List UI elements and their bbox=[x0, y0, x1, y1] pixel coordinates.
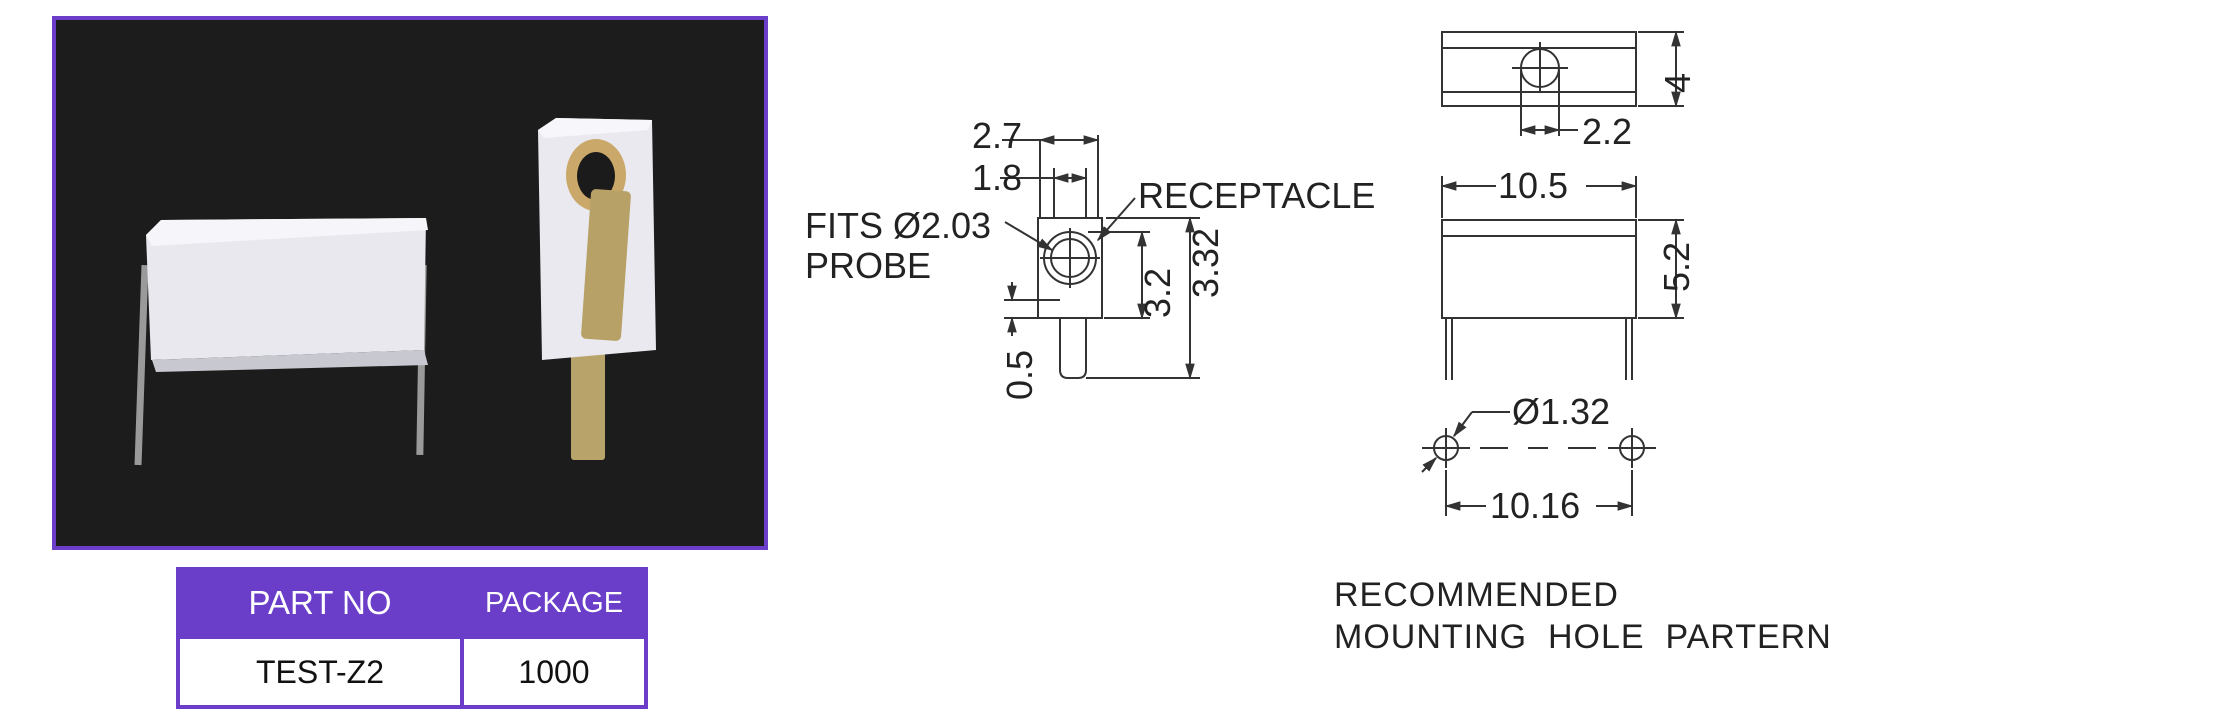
front-view-body bbox=[1441, 219, 1637, 319]
side-view-body bbox=[1037, 217, 1103, 319]
dim-height-inner: 3.2 bbox=[1137, 268, 1178, 318]
mounting-caption-line2: MOUNTING HOLE PARTERN bbox=[1334, 618, 1832, 656]
dim-width-inner: 1.8 bbox=[972, 157, 1022, 198]
mounting-hole-pattern bbox=[1421, 411, 1656, 516]
part-table: PART NO PACKAGE TEST-Z2 1000 bbox=[176, 567, 648, 709]
part-no-cell: TEST-Z2 bbox=[176, 635, 464, 709]
product-photo bbox=[52, 16, 768, 550]
hole-spacing: 10.16 bbox=[1490, 485, 1580, 526]
mounting-caption-line1: RECOMMENDED bbox=[1334, 576, 1619, 614]
top-view-body bbox=[1441, 31, 1637, 107]
dim-height: 5.2 bbox=[1656, 242, 1697, 292]
receptacle-label: RECEPTACLE bbox=[1138, 175, 1375, 216]
dim-offset: 2.2 bbox=[1582, 111, 1632, 152]
side-view-pin bbox=[1059, 318, 1087, 379]
dim-depth: 4 bbox=[1657, 73, 1698, 93]
part-no-header: PART NO bbox=[176, 567, 464, 639]
package-cell: 1000 bbox=[460, 635, 648, 709]
table-row: TEST-Z2 1000 bbox=[176, 635, 648, 709]
probe-note-line2: PROBE bbox=[805, 245, 931, 286]
top-view bbox=[1441, 30, 1684, 136]
dim-height-outer: 3.32 bbox=[1185, 228, 1226, 298]
side-view bbox=[1000, 135, 1200, 380]
probe-note-line1: FITS Ø2.03 bbox=[805, 205, 991, 246]
test-point-photo-illustration bbox=[56, 20, 764, 546]
dim-width-outer: 2.7 bbox=[972, 115, 1022, 156]
dim-length: 10.5 bbox=[1498, 165, 1568, 206]
package-header: PACKAGE bbox=[460, 567, 648, 639]
hole-diameter: Ø1.32 bbox=[1512, 391, 1610, 432]
front-view bbox=[1440, 176, 1684, 380]
dim-tab: 0.5 bbox=[999, 350, 1040, 400]
table-header-row: PART NO PACKAGE bbox=[176, 567, 648, 639]
